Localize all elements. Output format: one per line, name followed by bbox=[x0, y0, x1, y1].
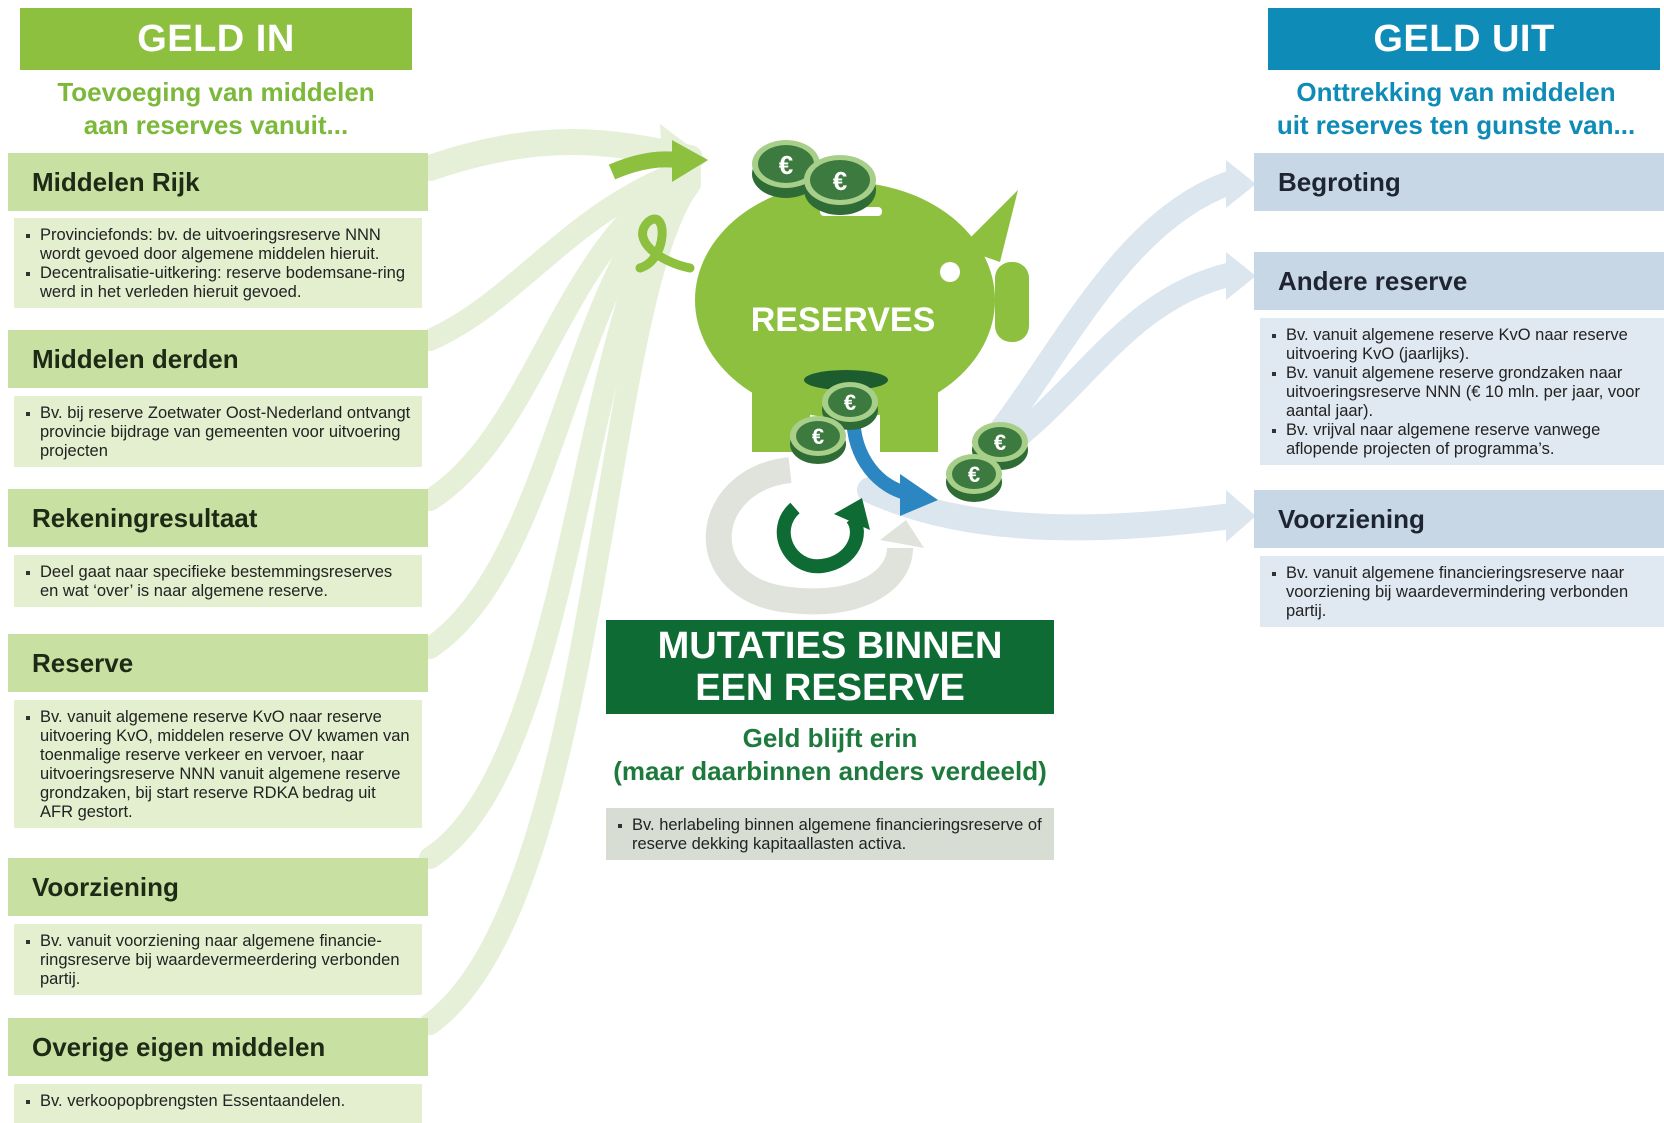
svg-text:€: € bbox=[812, 424, 824, 449]
description-middelen-rijk: Provinciefonds: bv. de uitvoeringsreserv… bbox=[14, 218, 422, 308]
description-andere-reserve: Bv. vanuit algemene reserve KvO naar res… bbox=[1260, 318, 1664, 465]
geld-uit-subtitle-line2: uit reserves ten gunste van... bbox=[1276, 110, 1636, 140]
green-arrow-shaft bbox=[608, 151, 677, 180]
description-voorziening-in: Bv. vanuit voorziening naar algemene fin… bbox=[14, 924, 422, 995]
bullet: Bv. vanuit voorziening naar algemene fin… bbox=[26, 932, 412, 989]
mutaties-subtitle: Geld blijft erin (maar daarbinnen anders… bbox=[596, 722, 1064, 788]
mutaties-subtitle-line1: Geld blijft erin bbox=[742, 723, 918, 753]
category-middelen-derden: Middelen derden bbox=[8, 330, 428, 388]
bullet: Bv. vanuit algemene reserve KvO naar res… bbox=[26, 708, 412, 822]
piggy-eye bbox=[940, 262, 960, 282]
category-voorziening-uit: Voorziening bbox=[1254, 490, 1664, 548]
bullet: Bv. vrijval naar algemene reserve vanweg… bbox=[1272, 421, 1654, 459]
geld-in-header: GELD IN bbox=[20, 8, 412, 70]
piggy-leg-right bbox=[880, 370, 938, 452]
bullet: Decentralisatie-uitkering: reserve bodem… bbox=[26, 264, 412, 302]
flow-out-arrowhead-3 bbox=[1226, 490, 1256, 542]
category-andere-reserve: Andere reserve bbox=[1254, 252, 1664, 310]
piggy-ear bbox=[960, 190, 1018, 262]
flow-out-begroting bbox=[973, 170, 1244, 462]
geld-in-subtitle-line2: aan reserves vanuit... bbox=[83, 110, 349, 140]
bullet: Bv. herlabeling binnen algemene financie… bbox=[618, 816, 1044, 854]
flow-in-rekeningresultaat bbox=[419, 161, 701, 511]
flow-out-arrowhead-2 bbox=[1226, 252, 1256, 300]
mutaties-loop-arrowhead bbox=[880, 520, 924, 548]
mutation-arrow bbox=[776, 502, 864, 574]
mutaties-subtitle-line2: (maar daarbinnen anders verdeeld) bbox=[613, 756, 1047, 786]
description-voorziening-uit: Bv. vanuit algemene financieringsreserve… bbox=[1260, 556, 1664, 627]
svg-text:€: € bbox=[968, 462, 980, 487]
bullet: Bv. vanuit algemene financieringsreserve… bbox=[1272, 564, 1654, 621]
mutaties-title-line2: EEN RESERVE bbox=[695, 667, 965, 709]
category-begroting: Begroting bbox=[1254, 153, 1664, 211]
bullet: Bv. vanuit algemene reserve KvO naar res… bbox=[1272, 326, 1654, 364]
flow-out-arrowhead-1 bbox=[1226, 160, 1256, 208]
green-arrowhead bbox=[672, 140, 708, 182]
svg-text:€: € bbox=[844, 390, 856, 415]
mutation-arrowhead bbox=[834, 498, 870, 530]
piggy-hole bbox=[804, 370, 888, 390]
coin-icon: € bbox=[946, 454, 1002, 502]
bullet: Bv. verkoopopbrengsten Essentaandelen. bbox=[26, 1092, 412, 1111]
piggy-snout bbox=[995, 262, 1029, 342]
geld-in-subtitle: Toevoeging van middelen aan reserves van… bbox=[20, 76, 412, 142]
coin-icon: € bbox=[822, 382, 878, 430]
geld-in-subtitle-line1: Toevoeging van middelen bbox=[57, 77, 375, 107]
coin-icon: € bbox=[790, 416, 846, 464]
svg-text:€: € bbox=[994, 430, 1006, 455]
piggy-label: RESERVES bbox=[750, 301, 936, 339]
mutaties-loop bbox=[705, 457, 913, 615]
geld-uit-subtitle: Onttrekking van middelen uit reserves te… bbox=[1248, 76, 1664, 142]
bullet: Deel gaat naar specifieke bestemmingsres… bbox=[26, 563, 412, 601]
mutaties-header: MUTATIES BINNEN EEN RESERVE bbox=[606, 620, 1054, 714]
geld-uit-subtitle-line1: Onttrekking van middelen bbox=[1296, 77, 1616, 107]
mutaties-title-line1: MUTATIES BINNEN bbox=[657, 625, 1003, 667]
category-overige-eigen-middelen: Overige eigen middelen bbox=[8, 1018, 428, 1076]
flow-in-middelen-derden bbox=[419, 157, 701, 351]
description-mutaties: Bv. herlabeling binnen algemene financie… bbox=[606, 808, 1054, 860]
description-middelen-derden: Bv. bij reserve Zoetwater Oost-Nederland… bbox=[14, 396, 422, 467]
category-rekeningresultaat: Rekeningresultaat bbox=[8, 489, 428, 547]
coin-icon: € bbox=[752, 140, 820, 198]
category-reserve: Reserve bbox=[8, 634, 428, 692]
coins: € € € € € € bbox=[752, 140, 1028, 502]
blue-arrowhead bbox=[900, 474, 938, 516]
bullet: Bv. vanuit algemene reserve grondzaken n… bbox=[1272, 364, 1654, 421]
geld-uit-header: GELD UIT bbox=[1268, 8, 1660, 70]
description-reserve: Bv. vanuit algemene reserve KvO naar res… bbox=[14, 700, 422, 828]
bullet: Provinciefonds: bv. de uitvoeringsreserv… bbox=[26, 226, 412, 264]
piggy-tail bbox=[635, 214, 695, 273]
coin-icon: € bbox=[804, 155, 876, 215]
description-overige-eigen-middelen: Bv. verkoopopbrengsten Essentaandelen. bbox=[14, 1084, 422, 1123]
bullet: Bv. bij reserve Zoetwater Oost-Nederland… bbox=[26, 404, 411, 460]
category-voorziening-in: Voorziening bbox=[8, 858, 428, 916]
category-middelen-rijk: Middelen Rijk bbox=[8, 153, 428, 211]
description-rekeningresultaat: Deel gaat naar specifieke bestemmingsres… bbox=[14, 555, 422, 607]
svg-text:€: € bbox=[779, 150, 793, 180]
svg-text:€: € bbox=[833, 166, 847, 196]
incoming-flows bbox=[417, 129, 703, 1035]
